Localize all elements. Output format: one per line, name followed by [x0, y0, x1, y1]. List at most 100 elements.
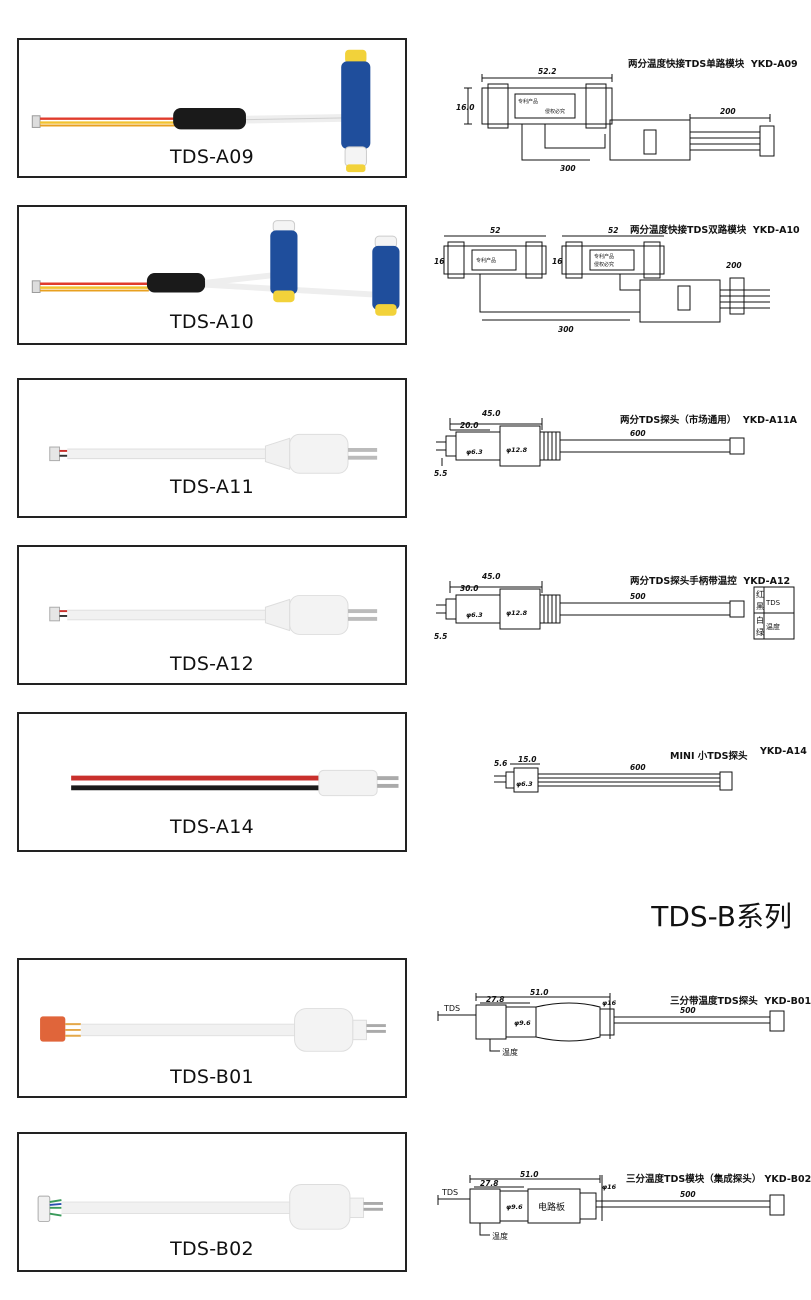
- product-label: TDS-A11: [169, 476, 254, 498]
- dim-lead: 200: [726, 261, 742, 270]
- mark-text: 侵权必究: [594, 261, 614, 268]
- probe-photo-b01: [40, 1008, 386, 1052]
- wire-legend-black: 黑: [756, 602, 764, 611]
- model-code: YKD-B01: [764, 996, 811, 1007]
- drawing-a09: 两分温度快接TDS单路模块 YKD-A09 52.2 16.0 300 200 …: [430, 50, 800, 180]
- product-card-a10: TDS-A10: [17, 205, 407, 345]
- dim-total: 51.0: [530, 988, 549, 997]
- schematic-a11: 45.0 20.0 600 5.5 φ6.3 φ12.8: [434, 409, 745, 478]
- product-card-a12: TDS-A12: [17, 545, 407, 685]
- probe-photo-a14: [71, 769, 399, 797]
- dim-pin: 15.0: [518, 755, 537, 764]
- dim-height: 16: [552, 257, 562, 266]
- product-card-a09: TDS-A09: [17, 38, 407, 178]
- product-label: TDS-A10: [169, 311, 254, 333]
- dim-pin: 27.8: [480, 1179, 499, 1188]
- drawing-a10: 两分温度快接TDS双路模块 YKD-A10 52 52 16 16 300 20…: [430, 220, 800, 345]
- schematic-a12: 45.0 30.0 500 5.5 φ6.3 φ12.8 红 黑 TDS 白 绿…: [434, 572, 795, 641]
- model-code: YKD-A10: [752, 225, 800, 236]
- dim-diameter: φ6.3: [516, 780, 533, 788]
- drawing-b01: 三分带温度TDS探头 YKD-B01 TDS 51.0 27.8 φ9.6 φ1…: [430, 985, 811, 1075]
- dim-tip: 5.6: [494, 759, 507, 768]
- drawing-a11: 两分TDS探头（市场通用） YKD-A11A 45.0 20.0 600 5.5…: [430, 400, 800, 500]
- mark-text: 侵权必究: [545, 108, 565, 115]
- dim-tip: 5.5: [434, 469, 447, 478]
- drawing-title: 两分TDS探头手柄带温控: [630, 576, 737, 587]
- wire-legend-red: 红: [756, 589, 764, 599]
- product-label: TDS-A14: [169, 816, 254, 838]
- product-card-a14: TDS-A14: [17, 712, 407, 852]
- dim-total: 51.0: [520, 1170, 539, 1179]
- probe-photo-a09: [31, 49, 371, 173]
- product-label: TDS-A09: [169, 146, 254, 168]
- dim-cable: 600: [630, 429, 646, 438]
- dim-body: 52.2: [538, 67, 557, 76]
- dim-cable: 500: [680, 1190, 696, 1199]
- schematic-a14: 15.0 5.6 φ6.3 600: [494, 755, 733, 793]
- dim-body: φ16: [602, 999, 617, 1007]
- probe-photo-a10: [31, 220, 400, 316]
- note-temp: 温度: [502, 1047, 518, 1057]
- schematic-b01: TDS 51.0 27.8 φ9.6 φ16 500 温度: [437, 988, 785, 1057]
- model-code: YKD-A11A: [742, 415, 798, 426]
- drawing-title: 两分温度快接TDS单路模块: [628, 59, 745, 70]
- model-code: YKD-B02: [764, 1174, 811, 1185]
- probe-photo-a12: [49, 595, 378, 635]
- note-tds: TDS: [443, 1004, 460, 1013]
- product-card-a11: TDS-A11: [17, 378, 407, 518]
- model-code: YKD-A09: [750, 59, 798, 70]
- product-card-b01: TDS-B01: [17, 958, 407, 1098]
- model-code: YKD-A14: [760, 746, 807, 757]
- dim-diameter: φ9.6: [506, 1203, 523, 1211]
- dim-cable: 600: [630, 763, 646, 772]
- drawing-a14: MINI 小TDS探头 YKD-A14 15.0 5.6 φ6.3 600: [430, 738, 807, 828]
- dim-diameter: φ6.3: [466, 448, 483, 456]
- dim-body: φ16: [602, 1183, 617, 1191]
- drawing-a12: 两分TDS探头手柄带温控 YKD-A12 45.0 30.0 500 5.5 φ…: [430, 565, 800, 665]
- series-heading: TDS-B系列: [651, 900, 792, 933]
- drawing-title: 三分带温度TDS探头: [670, 996, 758, 1007]
- note-tds: TDS: [441, 1188, 458, 1197]
- product-card-b02: TDS-B02: [17, 1132, 407, 1272]
- dim-cable: 500: [630, 592, 646, 601]
- dim-height: 16: [434, 257, 444, 266]
- wire-legend-green: 绿: [756, 628, 764, 637]
- dim-body: φ12.8: [506, 446, 528, 454]
- note-circuit-board: 电路板: [538, 1201, 565, 1213]
- dim-diameter: φ9.6: [514, 1019, 531, 1027]
- product-label: TDS-A12: [169, 653, 254, 675]
- dim-cable: 300: [558, 325, 574, 334]
- product-label: TDS-B01: [170, 1066, 254, 1088]
- dim-body: 52: [608, 226, 618, 235]
- drawing-b02: 三分温度TDS模块（集成探头） YKD-B02 TDS 51.0 27.8 φ9…: [430, 1165, 811, 1255]
- dim-pin: 30.0: [460, 584, 479, 593]
- product-label: TDS-B02: [170, 1238, 254, 1260]
- dim-body: 52: [490, 226, 500, 235]
- dim-cable: 300: [560, 164, 576, 173]
- mark-text: 专利产品: [518, 98, 538, 105]
- dim-lead: 200: [720, 107, 736, 116]
- dim-total: 45.0: [482, 572, 501, 581]
- dim-pin: 20.0: [460, 421, 479, 430]
- dim-cable: 500: [680, 1006, 696, 1015]
- model-code: YKD-A12: [743, 576, 791, 587]
- dim-tip: 5.5: [434, 632, 447, 641]
- schematic-a10: 52 52 16 16 300 200 专利产品 专利产品 侵权必究: [434, 226, 770, 334]
- schematic-b02: TDS 51.0 27.8 φ9.6 φ16 500 电路板 温度: [437, 1170, 785, 1241]
- drawing-title: 两分温度快接TDS双路模块: [630, 225, 747, 236]
- drawing-title: 两分TDS探头（市场通用）: [620, 415, 737, 426]
- mark-text: 专利产品: [594, 253, 614, 260]
- dim-height: 16.0: [456, 103, 475, 112]
- dim-total: 45.0: [482, 409, 501, 418]
- drawing-title: MINI 小TDS探头: [670, 751, 748, 762]
- schematic-a09: 52.2 16.0 300 200 专利产品 侵权必究: [456, 67, 775, 173]
- probe-photo-b02: [37, 1184, 383, 1230]
- dim-pin: 27.8: [486, 995, 505, 1004]
- note-temp: 温度: [492, 1231, 508, 1241]
- wire-legend-tds: TDS: [765, 599, 781, 607]
- wire-legend-white: 白: [756, 615, 764, 625]
- wire-legend-temp: 温度: [766, 622, 780, 631]
- drawing-title: 三分温度TDS模块（集成探头）: [626, 1174, 762, 1185]
- dim-body: φ12.8: [506, 609, 528, 617]
- probe-photo-a11: [49, 433, 378, 474]
